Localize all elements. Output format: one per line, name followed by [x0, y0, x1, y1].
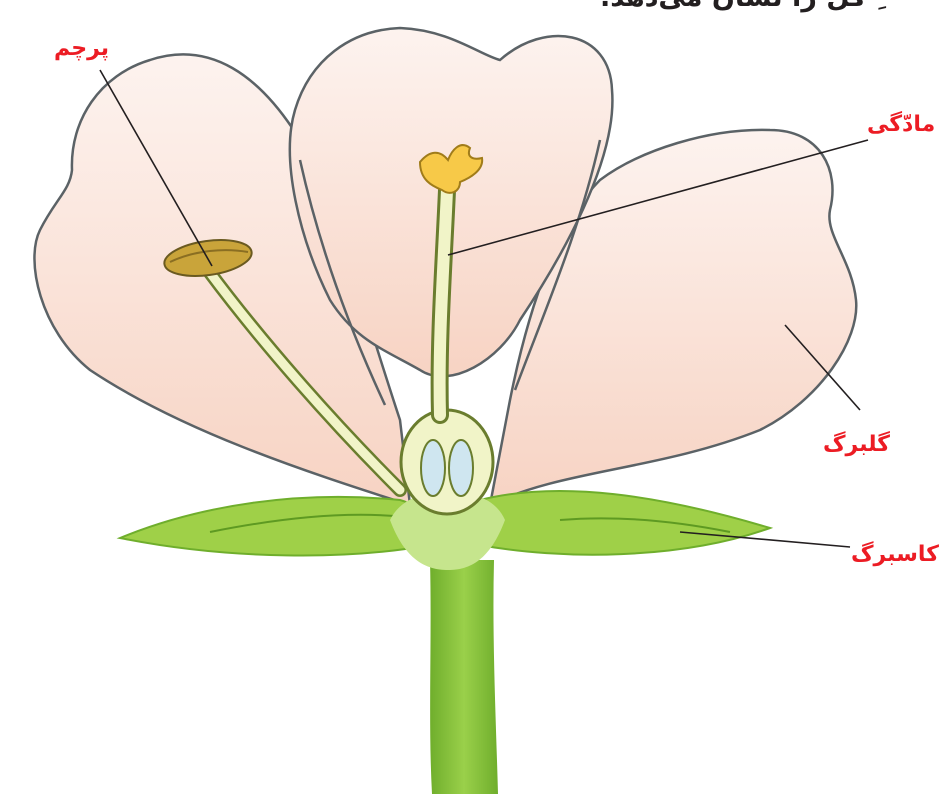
- stem: [430, 560, 498, 794]
- label-petal: گلبرگ: [823, 432, 890, 457]
- label-sepal: کاسبرگ: [851, 542, 939, 567]
- ovule-right: [449, 440, 473, 496]
- label-pistil: مادّگی: [867, 112, 935, 137]
- top-caption: ِ گل را نشان می‌دهد.: [600, 0, 948, 13]
- sepal-left: [120, 497, 430, 556]
- ovule-left: [421, 440, 445, 496]
- label-stamen: پرچم: [54, 36, 109, 61]
- ovary: [401, 410, 493, 514]
- sepal-right: [480, 491, 770, 555]
